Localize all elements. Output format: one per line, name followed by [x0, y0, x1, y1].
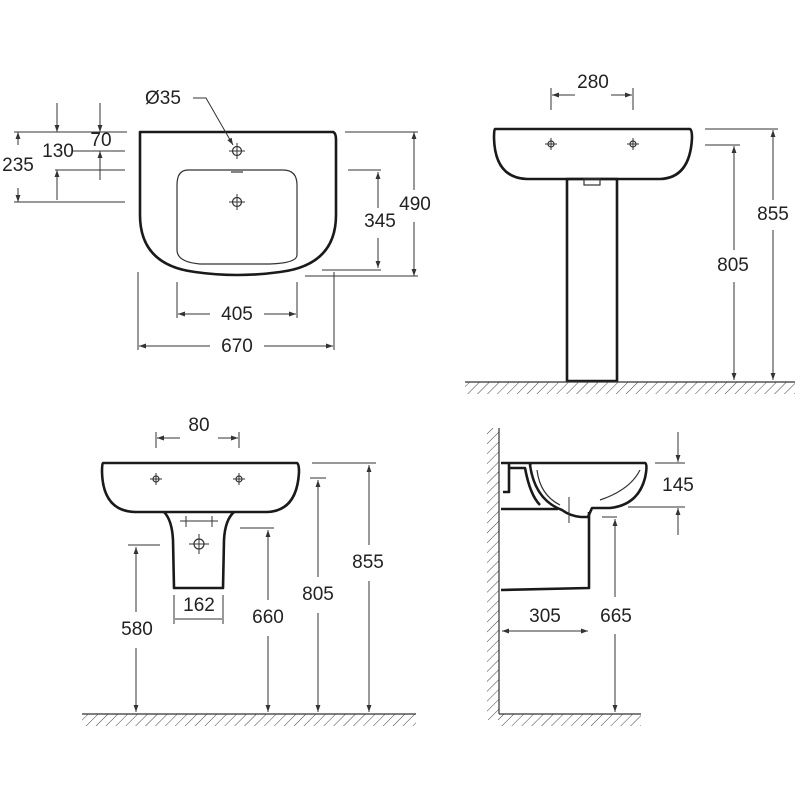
- floor-hatching: [499, 714, 641, 726]
- basin-front-outline: [492, 127, 694, 181]
- basin-front-outline: [100, 461, 301, 514]
- pedestal-notch: [583, 178, 601, 186]
- dim-130-label: 130: [42, 141, 74, 162]
- dim-660-label: 660: [252, 607, 284, 628]
- fixing-holes-icon: [180, 516, 218, 554]
- dim-280-label: 280: [577, 72, 609, 93]
- dim-235-label: 235: [2, 155, 34, 176]
- pedestal: [565, 177, 619, 383]
- tap-hole-icon: [545, 138, 639, 150]
- dim-70-label: 70: [90, 130, 111, 151]
- top-view: Ø35 130 70 235 490 345 405: [2, 88, 431, 357]
- side-view: 145 305 665: [487, 428, 694, 726]
- dim-305-label: 305: [529, 606, 561, 627]
- dim-855-label: 855: [352, 552, 384, 573]
- dim-145-label: 145: [662, 475, 694, 496]
- floor-hatching: [465, 382, 795, 394]
- dim-345-label: 345: [364, 211, 396, 232]
- dim-580-label: 580: [121, 619, 153, 640]
- dim-805-label: 805: [302, 584, 334, 605]
- tap-hole-icon: [150, 473, 245, 485]
- dim-162-label: 162: [183, 595, 215, 616]
- hole-leader: [193, 97, 234, 146]
- dim-490-label: 490: [399, 194, 431, 215]
- wall-hatching: [487, 428, 499, 720]
- basin-outline: [138, 130, 338, 277]
- dim-805-label: 805: [717, 255, 749, 276]
- dim-670-label: 670: [221, 336, 253, 357]
- dim-405-label: 405: [221, 304, 253, 325]
- floor-hatching: [82, 714, 416, 726]
- semi-pedestal-side: [500, 507, 591, 592]
- dim-855-label: 855: [757, 204, 789, 225]
- tap-hole-icon: [229, 143, 245, 159]
- bowl-inner-line: [536, 469, 641, 506]
- semi-pedestal-front-view: 80 162 580 660 805 855: [82, 415, 416, 726]
- semi-pedestal: [163, 511, 235, 590]
- bowl-outline: [176, 169, 298, 265]
- drain-hole-icon: [229, 194, 245, 210]
- pedestal-front-view: 280 855 805: [465, 72, 795, 394]
- hole-diameter-label: Ø35: [145, 88, 181, 109]
- dim-80-label: 80: [188, 415, 209, 436]
- dim-665-label: 665: [600, 606, 632, 627]
